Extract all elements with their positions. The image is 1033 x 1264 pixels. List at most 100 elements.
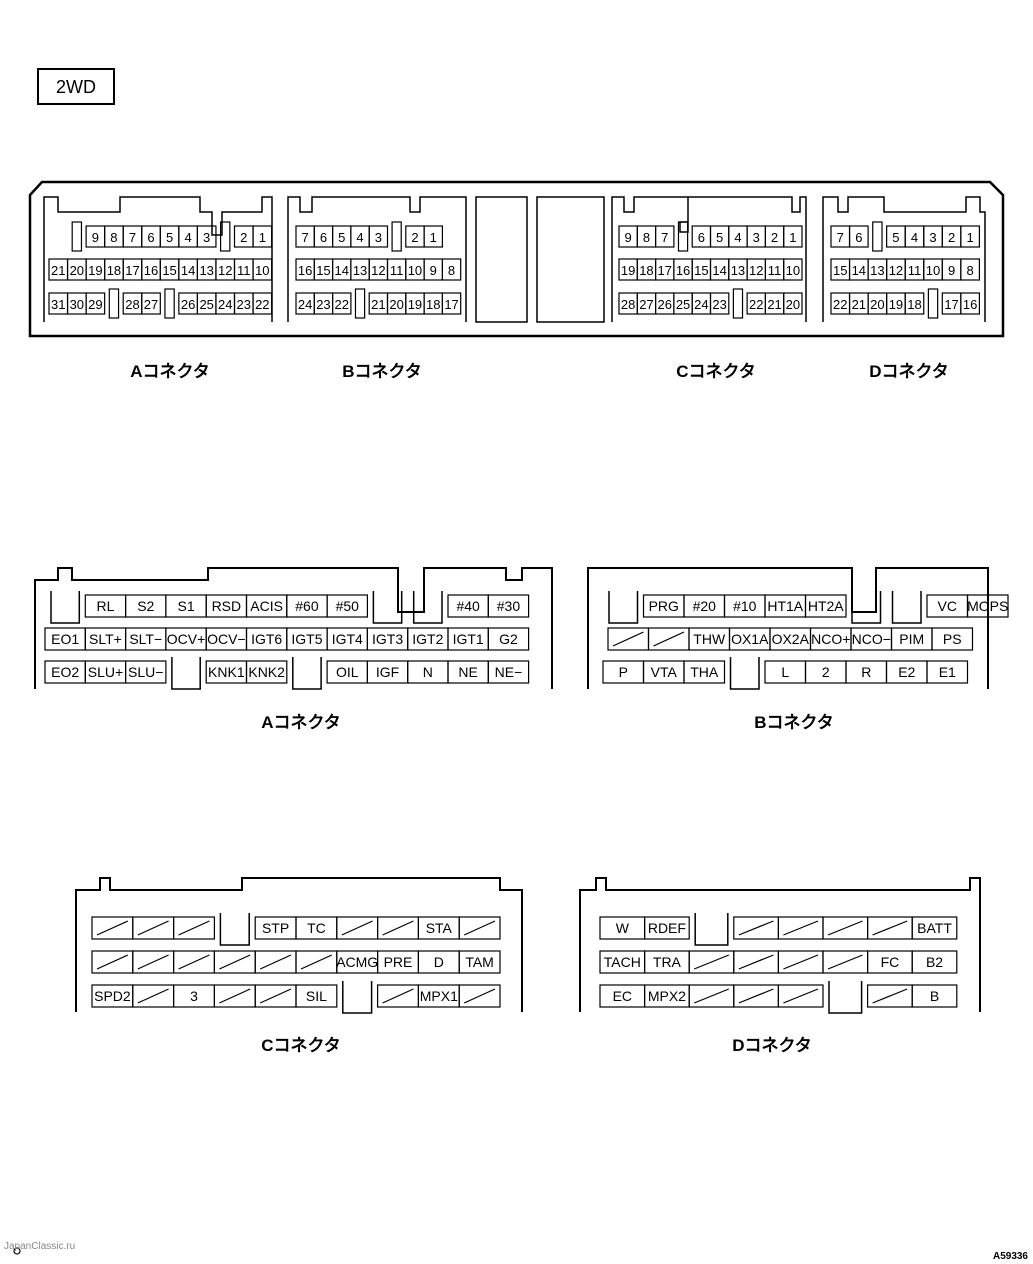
terminal-name: IGT4 [332, 631, 363, 647]
terminal-name: MOPS [967, 598, 1008, 614]
pin-number: 1 [259, 230, 266, 245]
pin-cell [332, 292, 352, 315]
terminal-cell [777, 984, 824, 1008]
pin-number: 23 [712, 297, 726, 312]
pin-number: 25 [676, 297, 690, 312]
terminal-name: 3 [190, 988, 198, 1004]
pin-number: 9 [948, 263, 955, 278]
terminal-name: RSD [212, 598, 242, 614]
terminal-name: MPX1 [420, 988, 458, 1004]
terminal-name: S2 [137, 598, 154, 614]
pin-number: 17 [658, 263, 672, 278]
unused-terminal-slash [738, 954, 774, 970]
unused-terminal-slash [219, 954, 251, 970]
pin-cell [848, 225, 869, 248]
terminal-gap [694, 913, 729, 946]
pin-number: 2 [411, 230, 418, 245]
terminal-cell [245, 660, 288, 684]
top-label-b: Bコネクタ [342, 362, 422, 381]
pin-cell [960, 225, 980, 248]
terminal-gap [342, 981, 373, 1014]
terminal-gap [412, 591, 443, 624]
terminal-cell [911, 916, 958, 940]
terminal-name: B2 [926, 954, 943, 970]
pin-number: 8 [448, 263, 455, 278]
pin-number: 24 [298, 297, 312, 312]
pin-number: 19 [621, 263, 635, 278]
pin-number: 22 [833, 297, 847, 312]
pin-number: 21 [371, 297, 385, 312]
conn-label-c: Cコネクタ [261, 1036, 341, 1055]
terminal-name: NE [458, 664, 477, 680]
pin-number: 12 [749, 263, 763, 278]
terminal-name: IGT1 [453, 631, 484, 647]
unused-terminal-slash [219, 988, 251, 1004]
terminal-name: W [616, 920, 630, 936]
unused-terminal-slash [783, 988, 819, 1004]
conn-label-d: Dコネクタ [732, 1036, 812, 1055]
pin-number: 4 [356, 230, 363, 245]
unused-terminal-slash [693, 988, 730, 1004]
badge-frame [37, 68, 115, 105]
pin-cell [441, 292, 462, 315]
terminal-name: FC [881, 954, 900, 970]
pin-number: 7 [302, 230, 309, 245]
badge-2wd: 2WD [56, 77, 96, 97]
unused-terminal-slash [137, 954, 169, 970]
pin-number: 10 [926, 263, 940, 278]
terminal-gap [372, 591, 403, 624]
pin-number: 19 [889, 297, 903, 312]
terminal-name: PIM [899, 631, 924, 647]
pin-number: 8 [110, 230, 117, 245]
pin-cell [252, 225, 273, 248]
terminal-name: TAM [465, 954, 494, 970]
unused-terminal-slash [178, 920, 210, 936]
pin-number: 16 [676, 263, 690, 278]
pin-number: 16 [144, 263, 158, 278]
footer-watermark: JapanClassic.ru [4, 1241, 75, 1252]
terminal-name: EO2 [51, 664, 79, 680]
pin-number: 31 [51, 297, 65, 312]
terminal-cell [804, 594, 847, 618]
terminal-name: B [930, 988, 939, 1004]
pin-number: 3 [753, 230, 760, 245]
terminal-name: S1 [177, 598, 194, 614]
unused-terminal-slash [259, 954, 292, 970]
pin-number: 1 [967, 230, 974, 245]
terminal-block-outline [43, 196, 273, 322]
pin-number: 17 [944, 297, 958, 312]
pin-number: 15 [694, 263, 708, 278]
terminal-name: EO1 [51, 631, 79, 647]
terminal-name: G2 [499, 631, 518, 647]
pin-number: 20 [389, 297, 403, 312]
ecu-housing [28, 180, 1005, 338]
pin-number: 3 [929, 230, 936, 245]
pin-number: 13 [353, 263, 367, 278]
pin-number: 13 [870, 263, 884, 278]
pin-number: 2 [771, 230, 778, 245]
pin-number: 10 [255, 263, 269, 278]
terminal-name: #60 [295, 598, 319, 614]
unused-terminal-slash [259, 988, 292, 1004]
terminal-name: #50 [336, 598, 360, 614]
terminal-gap [729, 657, 760, 690]
unused-terminal-slash [693, 954, 730, 970]
pin-number: 22 [335, 297, 349, 312]
terminal-name: R [861, 664, 871, 680]
pin-number: 21 [767, 297, 781, 312]
terminal-block-outline [822, 196, 986, 322]
pin-number: 11 [908, 263, 922, 278]
pin-cell [904, 292, 925, 315]
unused-terminal-slash [783, 920, 819, 936]
terminal-cell [458, 984, 501, 1008]
footer-code: A59336 [993, 1251, 1028, 1262]
terminal-name: IGT6 [251, 631, 282, 647]
